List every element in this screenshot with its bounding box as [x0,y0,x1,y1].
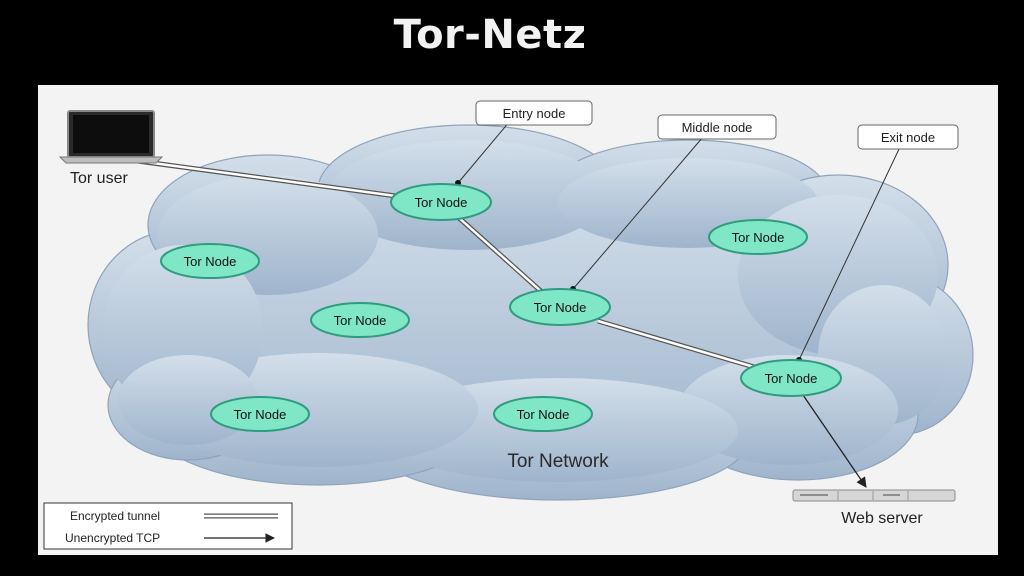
tor-node-2-label: Tor Node [334,313,387,328]
tor-node-4: Tor Node [210,396,310,432]
server-icon [792,489,956,502]
entry-node-callout-label: Entry node [503,106,566,121]
tor-user-label: Tor user [70,170,128,187]
tor-node-1-label: Tor Node [184,254,237,269]
tor-node-entry-label: Tor Node [415,195,468,210]
tor-node-4-label: Tor Node [234,407,287,422]
tor-node-5-label: Tor Node [517,407,570,422]
legend-encrypted-label: Encrypted tunnel [70,509,160,523]
web-server-label: Web server [841,510,923,527]
middle-node-callout-label: Middle node [682,120,753,135]
tor-user: Tor user [58,110,164,187]
tor-node-3: Tor Node [708,219,808,255]
exit-node-callout-label: Exit node [881,130,935,145]
diagram-panel: Entry node Middle node Exit node Tor use… [38,85,998,555]
encrypted-tunnel-entry-middle [456,215,545,295]
encrypted-tunnel-middle-exit [597,318,755,370]
tor-node-5: Tor Node [493,396,593,432]
slide-title: Tor-Netz [393,12,587,58]
encrypted-tunnel-user-entry [122,156,404,200]
tor-network-diagram: Entry node Middle node Exit node Tor use… [43,100,974,550]
middle-node-callout: Middle node [657,114,777,140]
legend: Encrypted tunnel Unencrypted TCP [43,502,293,550]
tor-node-middle-label: Tor Node [534,300,587,315]
middle-callout-line [572,136,704,290]
legend-unencrypted-label: Unencrypted TCP [65,531,160,545]
entry-node-callout: Entry node [475,100,593,126]
tor-node-middle: Tor Node [509,288,611,326]
tor-node-2: Tor Node [310,302,410,338]
tor-node-entry: Tor Node [390,183,492,221]
exit-callout-line [798,146,901,361]
unencrypted-tcp-arrow [802,394,867,488]
exit-node-callout: Exit node [857,124,959,150]
web-server: Web server [792,489,956,527]
laptop-icon [58,110,164,164]
tor-node-exit: Tor Node [740,359,842,397]
tor-network-label: Tor Network [507,451,609,472]
tor-node-exit-label: Tor Node [765,371,818,386]
tor-node-1: Tor Node [160,243,260,279]
tor-node-3-label: Tor Node [732,230,785,245]
entry-callout-line [457,120,511,184]
